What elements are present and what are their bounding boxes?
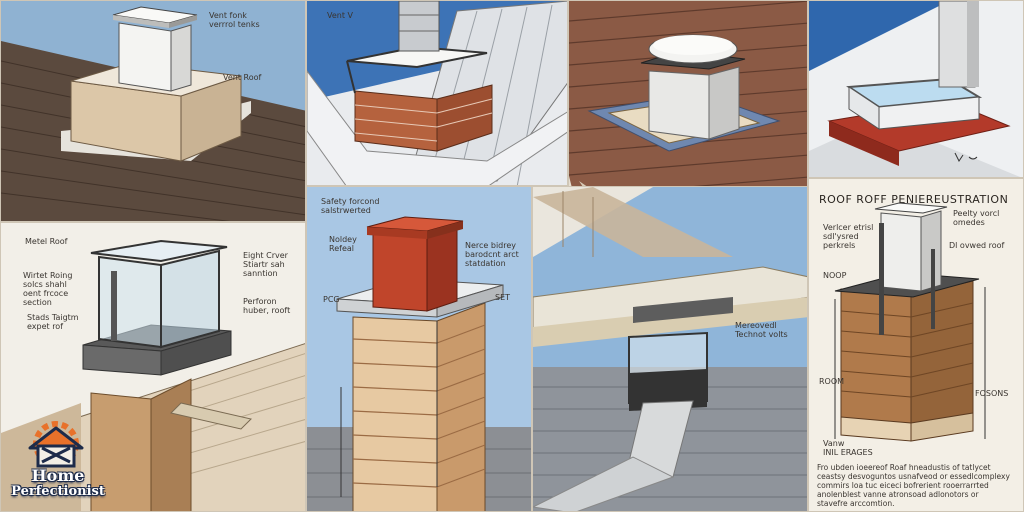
label-vent-roof: Vent Roof (223, 73, 262, 82)
vent-roof-illustration (1, 6, 305, 221)
label-wirtet-roing: Wirtet Roing solcs shahl oent frcoce sec… (23, 271, 73, 307)
label-verlcer-etrisl: Verlcer etrisl sdl'ysred perkrels (823, 223, 874, 250)
roof-penetration-illustration (834, 202, 986, 442)
caption-note: Fro ubden ioeereof Roaf hneadustis of ta… (817, 463, 1010, 508)
label-dl-ovwed-roof: Dl ovwed roof (949, 241, 1005, 250)
label-safety-forcond: Safety forcond salstrwerted (321, 197, 380, 215)
label-peelty-vorcl: Peelty vorcl omedes (953, 209, 1000, 227)
label-nerce-bidrey: Nerce bidrey barodcnt arct statdation (465, 241, 519, 268)
panel-metal-roof-vent: Vent V (306, 0, 568, 186)
panel-vent-roof: Vent fonk verrrol tenks Vent Roof (0, 0, 306, 222)
metal-roof-vent-illustration (307, 1, 567, 185)
logo-word-home: Home (31, 466, 85, 485)
label-mereovedl: Mereovedl Technot volts (735, 321, 788, 339)
roof-penetration-title: ROOF ROFF PENIEREUSTRATION (819, 193, 1009, 206)
home-perfectionist-logo: Home Perfectionist (8, 418, 105, 508)
label-perforon: Perforon huber, rooft (243, 297, 291, 315)
label-room: ROOM (819, 377, 845, 386)
label-eight-crver: Eight Crver Stiartr sah sanntion (243, 251, 288, 278)
panel-roof-penetration: ROOF ROFF PENIEREUSTRATION Peelty vorcl … (808, 178, 1024, 512)
label-stads-taigtm: Stads Taigtm expet rof (27, 313, 79, 331)
label-fosons: FOSONS (975, 389, 1009, 398)
logo-word-perfectionist: Perfectionist (11, 484, 105, 499)
label-vent-v: Vent V (327, 11, 353, 20)
label-noop: NOOP (823, 271, 847, 280)
panel-flat-roof-vent (808, 0, 1024, 178)
house-gear-icon (28, 421, 84, 468)
label-vanw: Vanw INIL ERAGES (823, 439, 873, 457)
label-metel-roof: Metel Roof (25, 237, 68, 246)
panel-ridge-vent: Mereovedl Technot volts (532, 186, 808, 512)
label-vent-top: Vent fonk verrrol tenks (209, 11, 260, 29)
panel-brick-chimney: Safety forcond salstrwerted Noldey Refea… (306, 186, 532, 512)
flat-roof-vent-illustration (809, 1, 1023, 177)
label-pcg: PCG (323, 295, 340, 304)
label-noldey: Noldey Refeal (329, 235, 357, 253)
brick-chimney-illustration (307, 216, 531, 511)
ridge-vent-illustration (533, 187, 807, 511)
label-set: SET (495, 293, 511, 302)
